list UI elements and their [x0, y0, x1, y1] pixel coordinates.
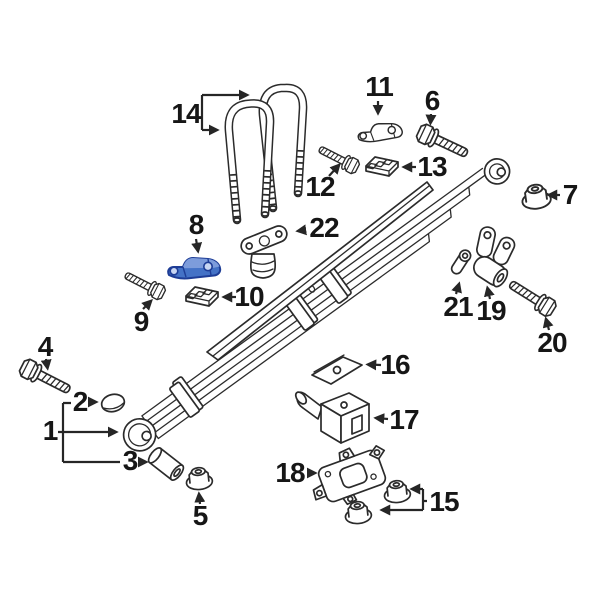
part-9-bolt[interactable]	[121, 267, 168, 302]
part-3-spacer[interactable]	[146, 446, 185, 482]
part-11-bracket[interactable]	[357, 122, 403, 143]
part-19-shackle[interactable]	[470, 226, 517, 290]
part-7-nut[interactable]	[519, 181, 553, 212]
callout-12[interactable]: 12	[305, 171, 335, 202]
part-1-leaf-spring-assembly[interactable]	[110, 144, 518, 457]
callout-4[interactable]: 4	[37, 331, 54, 362]
callout-lines	[40, 89, 560, 516]
callout-13[interactable]: 13	[417, 151, 447, 182]
callout-14[interactable]: 14	[171, 98, 201, 129]
callout-21[interactable]: 21	[443, 291, 473, 322]
callout-2[interactable]: 2	[72, 386, 89, 417]
callout-8[interactable]: 8	[188, 209, 205, 240]
callout-9[interactable]: 9	[133, 306, 150, 337]
part-8-bracket-highlighted[interactable]	[167, 257, 222, 280]
callout-22[interactable]: 22	[309, 212, 339, 243]
part-20-bolt[interactable]	[504, 275, 559, 319]
callout-16[interactable]: 16	[380, 349, 410, 380]
callout-10[interactable]: 10	[234, 281, 264, 312]
callout-11[interactable]: 11	[365, 71, 394, 102]
callout-17[interactable]: 17	[389, 404, 419, 435]
front-eye-bushing[interactable]	[117, 412, 162, 457]
part-14-u-bolts[interactable]	[224, 83, 308, 225]
callout-18[interactable]: 18	[275, 457, 305, 488]
part-5-nut[interactable]	[184, 465, 214, 492]
part-10-clamp-plate[interactable]	[185, 286, 219, 307]
callout-5[interactable]: 5	[192, 500, 209, 531]
part-17-spring-seat[interactable]	[294, 390, 370, 444]
part-16-plate[interactable]	[311, 354, 363, 385]
callout-1[interactable]: 1	[42, 415, 59, 446]
callout-3[interactable]: 3	[122, 445, 139, 476]
part-22-bump-stop[interactable]	[239, 224, 289, 279]
part-2-cap[interactable]	[100, 392, 126, 414]
callout-6[interactable]: 6	[424, 85, 441, 116]
callout-20[interactable]: 20	[537, 327, 567, 358]
callout-15[interactable]: 15	[429, 486, 459, 517]
part-18-spring-plate[interactable]	[303, 437, 397, 514]
callout-19[interactable]: 19	[476, 295, 506, 326]
spring-clamp	[169, 262, 352, 418]
callout-7[interactable]: 7	[562, 179, 579, 210]
part-13-clamp-plate[interactable]	[365, 156, 399, 177]
part-4-bolt[interactable]	[16, 356, 75, 400]
part-21-shackle-pin[interactable]	[449, 248, 472, 276]
